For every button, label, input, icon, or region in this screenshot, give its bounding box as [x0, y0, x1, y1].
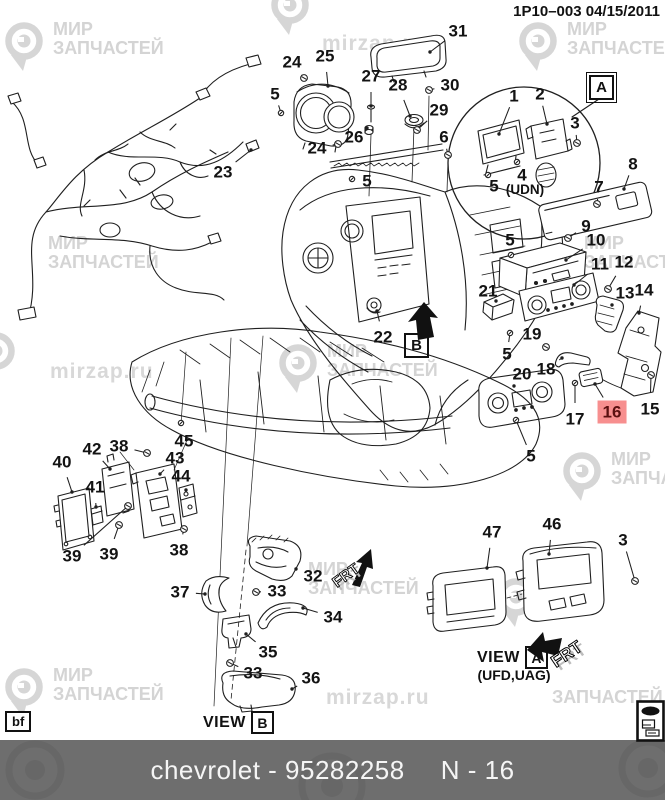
callout-10: 10 [586, 230, 606, 250]
callout-8: 8 [628, 154, 638, 174]
leader-lines [66, 40, 655, 691]
callout-45: 45 [174, 431, 194, 451]
callout-4: 4 [517, 165, 527, 185]
callout-23: 23 [213, 162, 233, 182]
callout-29: 29 [429, 100, 449, 120]
carrier-structure-drawing [129, 327, 541, 707]
view-a-parts-drawing [426, 541, 605, 632]
callout-16: 16 [597, 400, 627, 424]
callout-1: 1 [509, 86, 519, 106]
wiring-harness-drawing [7, 54, 262, 321]
footer-stamp-icon [636, 700, 665, 742]
footer-watermark-rings [5, 740, 665, 800]
callout-35: 35 [258, 642, 278, 662]
callout-5: 5 [270, 84, 280, 104]
callout-44: 44 [171, 466, 191, 486]
bf-corner-label: bf [5, 711, 32, 732]
callout-30: 30 [440, 75, 460, 95]
detail-marker-a: A [586, 72, 617, 103]
udn-caption: (UDN) [505, 182, 545, 197]
callout-5: 5 [505, 230, 515, 250]
top-fasteners-drawing [329, 95, 449, 197]
tray-drawing [370, 34, 447, 83]
callout-39: 39 [99, 544, 119, 564]
callout-9: 9 [581, 216, 591, 236]
callout-27: 27 [361, 66, 381, 86]
callout-25: 25 [315, 46, 335, 66]
callout-5: 5 [502, 344, 512, 364]
callout-5: 5 [362, 171, 372, 191]
callout-33: 33 [243, 663, 263, 683]
callout-20: 20 [512, 364, 532, 384]
view-a-letter-box: A [524, 646, 548, 669]
callout-36: 36 [301, 668, 321, 688]
up-arrow-icon [408, 302, 438, 340]
callout-13: 13 [615, 283, 635, 303]
callout-38: 38 [109, 436, 129, 456]
view-a-label: VIEW A [477, 646, 548, 669]
callout-26: 26 [344, 127, 364, 147]
climate-control-drawing [478, 368, 566, 428]
view-b-label: VIEW B [203, 711, 274, 734]
callout-7: 7 [594, 177, 604, 197]
callout-17: 17 [565, 409, 585, 429]
callout-15: 15 [640, 399, 660, 419]
callout-40: 40 [52, 452, 72, 472]
callout-3: 3 [570, 113, 580, 133]
footer-page-ref: N - 16 [440, 754, 515, 785]
part13-drawing [594, 295, 624, 333]
callout-43: 43 [165, 448, 185, 468]
callout-5: 5 [526, 446, 536, 466]
callout-19: 19 [522, 324, 542, 344]
footer-brand-part: chevrolet - 95282258 [150, 754, 405, 785]
callout-5: 5 [489, 176, 499, 196]
callout-6: 6 [439, 127, 449, 147]
callout-31: 31 [448, 21, 468, 41]
callout-3: 3 [618, 530, 628, 550]
callout-22: 22 [373, 327, 393, 347]
part8-drawing [538, 181, 653, 241]
footer-bar: chevrolet - 95282258 N - 16 [0, 740, 665, 800]
view-b-letter-box: B [250, 711, 274, 734]
callout-37: 37 [170, 582, 190, 602]
callout-2: 2 [535, 84, 545, 104]
callout-46: 46 [542, 514, 562, 534]
small-parts-drawing [482, 293, 604, 388]
modules-drawing [53, 437, 198, 551]
callout-12: 12 [614, 252, 634, 272]
callout-41: 41 [85, 477, 105, 497]
callout-38: 38 [169, 540, 189, 560]
dashboard-drawing [281, 168, 563, 432]
callout-42: 42 [82, 439, 102, 459]
callout-39: 39 [62, 546, 82, 566]
view-b-parts-drawing [201, 534, 308, 713]
doc-code: 1P10–003 04/15/2011 [513, 3, 660, 20]
callout-32: 32 [303, 566, 323, 586]
callout-11: 11 [591, 254, 609, 274]
callout-33: 33 [267, 581, 287, 601]
callout-34: 34 [323, 607, 343, 627]
callout-47: 47 [482, 522, 502, 542]
callout-21: 21 [478, 281, 498, 301]
instrument-cluster-drawing [293, 83, 355, 153]
callout-14: 14 [634, 280, 654, 300]
ufd-uag-caption: (UFD,UAG) [477, 667, 551, 683]
callout-18: 18 [536, 359, 556, 379]
callout-24: 24 [307, 138, 327, 158]
frt-arrow-view-b-icon [352, 549, 373, 587]
callout-28: 28 [388, 75, 408, 95]
detail-marker-b: B [404, 333, 429, 358]
callout-24: 24 [282, 52, 302, 72]
